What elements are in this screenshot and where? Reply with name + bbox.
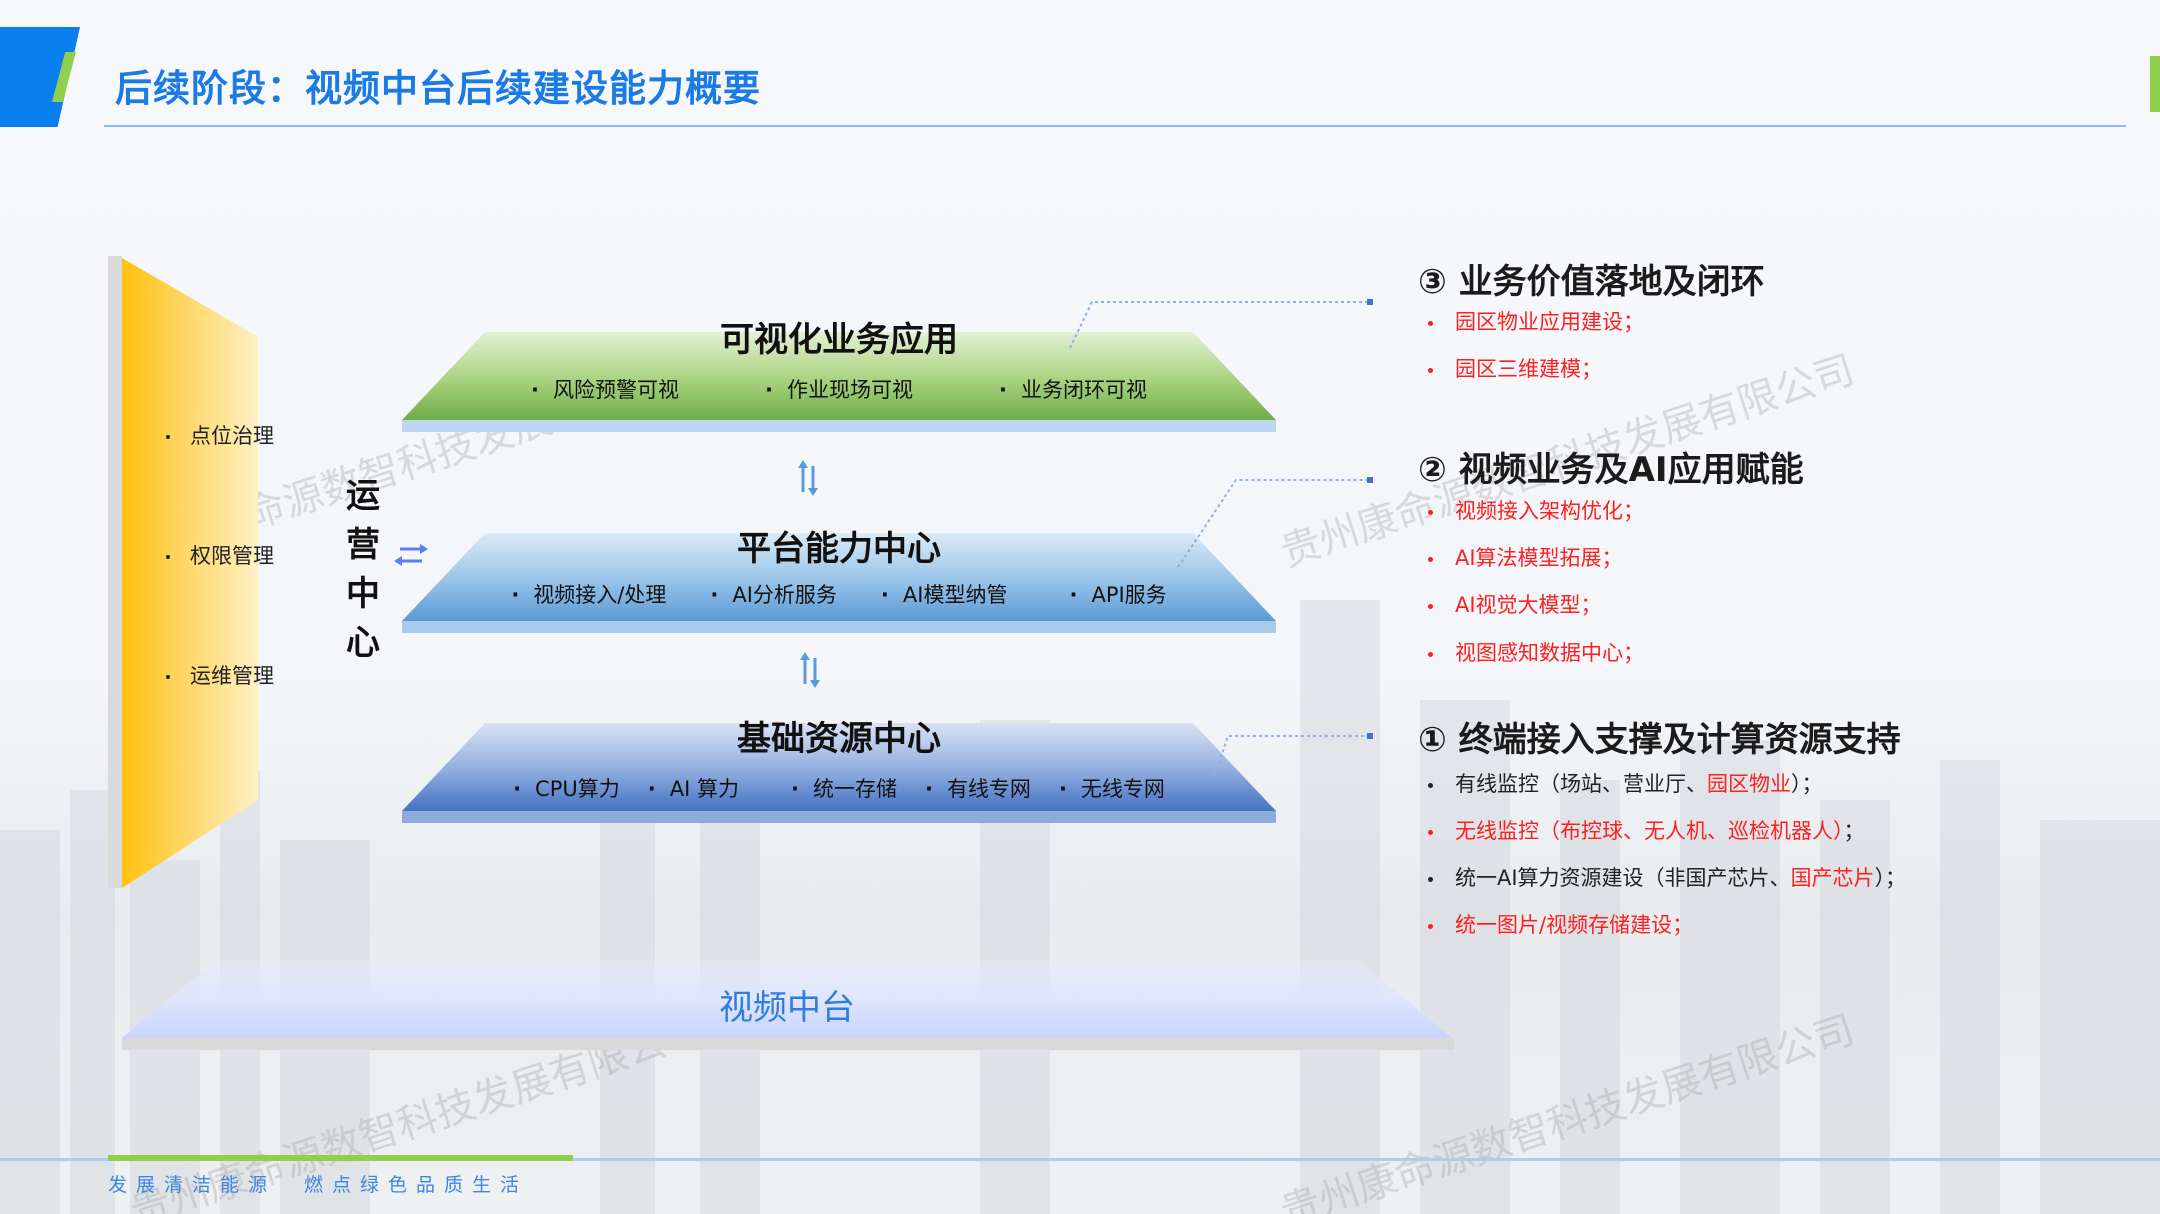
ops-center-label: 运 营 中 心 — [346, 476, 380, 663]
base-platform-edge — [122, 1038, 1454, 1050]
bullet-icon — [1428, 509, 1433, 515]
layer-title: 基础资源中心 — [737, 719, 941, 759]
section-title-ai-enablement: ② 视频业务及AI应用赋能 — [1418, 450, 1804, 490]
section-item: 统一AI算力资源建设（非国产芯片、国产芯片）； — [1428, 862, 1906, 892]
layer-platform: 平台能力中心 视频接入/处理 AI分析服务 AI模型纳管 API服务 — [402, 529, 1276, 633]
section-item: 园区物业应用建设； — [1428, 306, 1644, 336]
layer-visual-app: 可视化业务应用 风险预警可视 作业现场可视 业务闭环可视 — [402, 320, 1276, 432]
bullet-icon — [1428, 603, 1433, 609]
ops-item: 运维管理 — [166, 660, 274, 690]
bidirectional-arrow-icon — [394, 544, 428, 566]
section-item: AI算法模型拓展； — [1428, 542, 1623, 572]
bullet-icon — [1428, 876, 1433, 882]
layer-items: 视频接入/处理 AI分析服务 AI模型纳管 API服务 — [402, 579, 1276, 609]
bullet-icon — [1428, 367, 1433, 373]
header-divider — [104, 125, 2126, 127]
header-right-tab — [2150, 56, 2160, 112]
ops-panel — [122, 258, 258, 888]
section-title-value-closure: ③ 业务价值落地及闭环 — [1418, 262, 1765, 302]
footer-divider — [0, 1158, 2160, 1161]
section-item: 视图感知数据中心； — [1428, 637, 1644, 667]
bullet-icon — [166, 555, 170, 559]
ops-item: 点位治理 — [166, 420, 274, 450]
section-item: 有线监控（场站、营业厅、园区物业）； — [1428, 768, 1823, 798]
vertical-bidirectional-arrow-icon — [800, 652, 820, 688]
bullet-icon — [1428, 556, 1433, 562]
section-title-terminal-compute: ① 终端接入支撑及计算资源支持 — [1418, 720, 1901, 760]
ops-item: 权限管理 — [166, 540, 274, 570]
section-item: 统一图片/视频存储建设； — [1428, 909, 1693, 939]
page-title: 后续阶段：视频中台后续建设能力概要 — [115, 67, 761, 110]
layer-title: 平台能力中心 — [737, 529, 941, 569]
bullet-icon — [1428, 320, 1433, 326]
layer-items: 风险预警可视 作业现场可视 业务闭环可视 — [402, 374, 1276, 404]
layer-title: 可视化业务应用 — [720, 320, 958, 360]
layer-items: CPU算力 AI 算力 统一存储 有线专网 无线专网 — [402, 773, 1276, 803]
bullet-icon — [1428, 651, 1433, 657]
footer-slogan: 发展清洁能源 燃点绿色品质生活 — [108, 1174, 529, 1196]
vertical-bidirectional-arrow-icon — [798, 460, 818, 496]
base-platform-title: 视频中台 — [719, 988, 855, 1028]
bullet-icon — [1428, 923, 1433, 929]
section-item: 无线监控（布控球、无人机、巡检机器人）； — [1428, 815, 1865, 845]
layer-edge — [402, 811, 1276, 823]
base-platform-surface — [122, 960, 1452, 1038]
ops-panel-edge — [108, 256, 122, 888]
footer-accent-bar — [108, 1155, 573, 1161]
bullet-icon — [1428, 782, 1433, 788]
section-item: 园区三维建模； — [1428, 353, 1602, 383]
layer-edge — [402, 420, 1276, 432]
layer-edge — [402, 621, 1276, 633]
section-item: 视频接入架构优化； — [1428, 495, 1644, 525]
section-item: AI视觉大模型； — [1428, 589, 1602, 619]
layer-infrastructure: 基础资源中心 CPU算力 AI 算力 统一存储 有线专网 无线专网 — [402, 719, 1276, 823]
bullet-icon — [166, 435, 170, 439]
bullet-icon — [166, 675, 170, 679]
bullet-icon — [1428, 829, 1433, 835]
